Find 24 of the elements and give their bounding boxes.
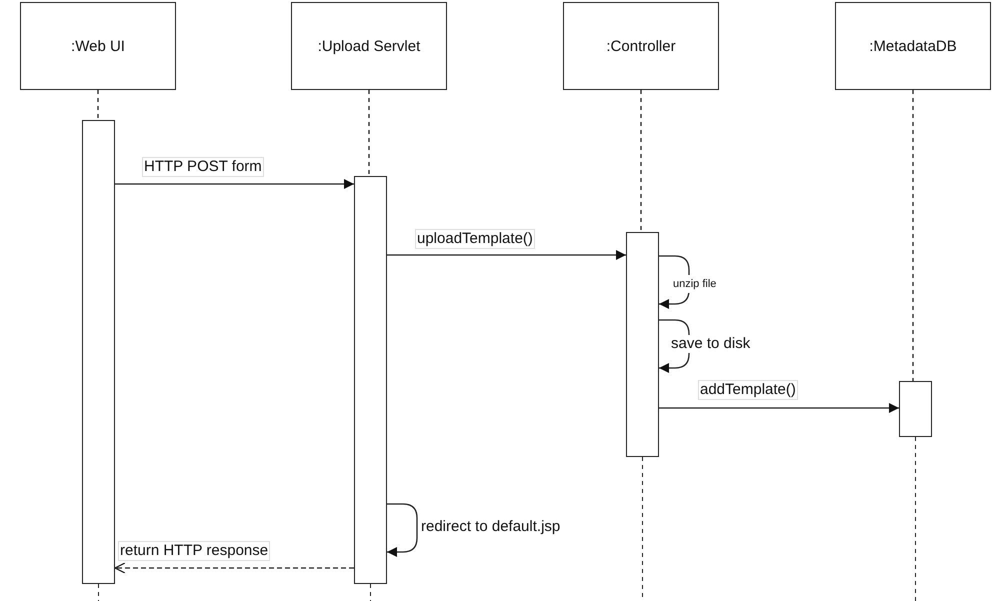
- edge-label: return HTTP response: [118, 541, 270, 561]
- lifeline: [368, 90, 370, 176]
- edge-label: HTTP POST form: [142, 157, 264, 177]
- activation-bar: [354, 176, 387, 584]
- activation-bar: [899, 381, 932, 437]
- edge-label: uploadTemplate(): [415, 229, 535, 249]
- message-arrow: [115, 179, 354, 189]
- return-arrow: [114, 562, 354, 574]
- activation-bar: [626, 232, 659, 457]
- participant-box: :MetadataDB: [835, 2, 991, 90]
- self-message-arrow: [387, 503, 418, 557]
- participant-box: :Controller: [563, 2, 719, 90]
- message-arrow: [387, 250, 626, 260]
- participant-box: :Upload Servlet: [291, 2, 447, 90]
- lifeline: [640, 90, 642, 232]
- edge-label: addTemplate(): [698, 380, 798, 400]
- activation-bar: [82, 120, 115, 584]
- edge-label: save to disk: [670, 335, 752, 353]
- lifeline: [97, 90, 99, 120]
- edge-label: unzip file: [672, 275, 718, 293]
- edge-label: redirect to default.jsp: [420, 518, 562, 536]
- lifeline: [912, 90, 914, 381]
- participant-box: :Web UI: [20, 2, 176, 90]
- message-arrow: [659, 403, 899, 413]
